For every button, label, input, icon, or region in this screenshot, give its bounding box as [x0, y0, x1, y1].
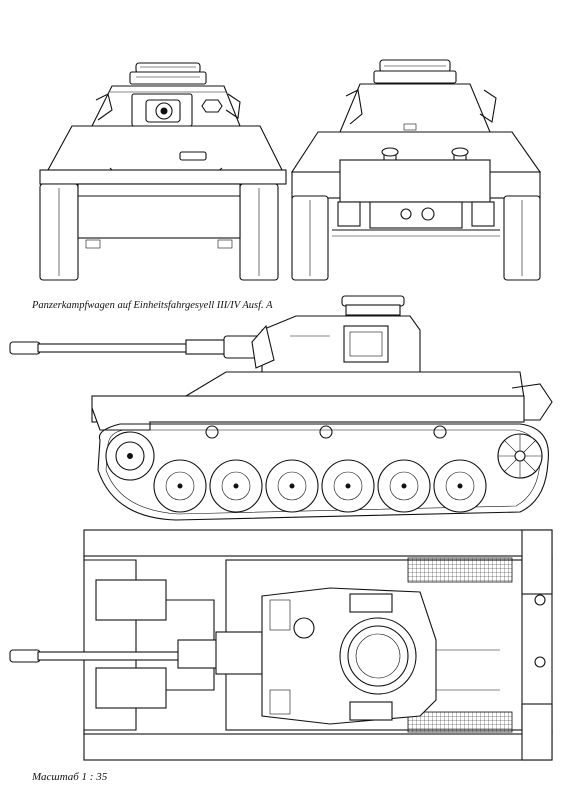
- scale-label: Масштаб 1 : 35: [32, 771, 108, 783]
- front-view: [39, 62, 287, 281]
- drawing-title: Panzerkampfwagen auf Einheitsfahrgesyell…: [32, 300, 273, 311]
- top-view: [9, 529, 553, 761]
- rear-view: [290, 59, 542, 281]
- side-view: [9, 295, 553, 521]
